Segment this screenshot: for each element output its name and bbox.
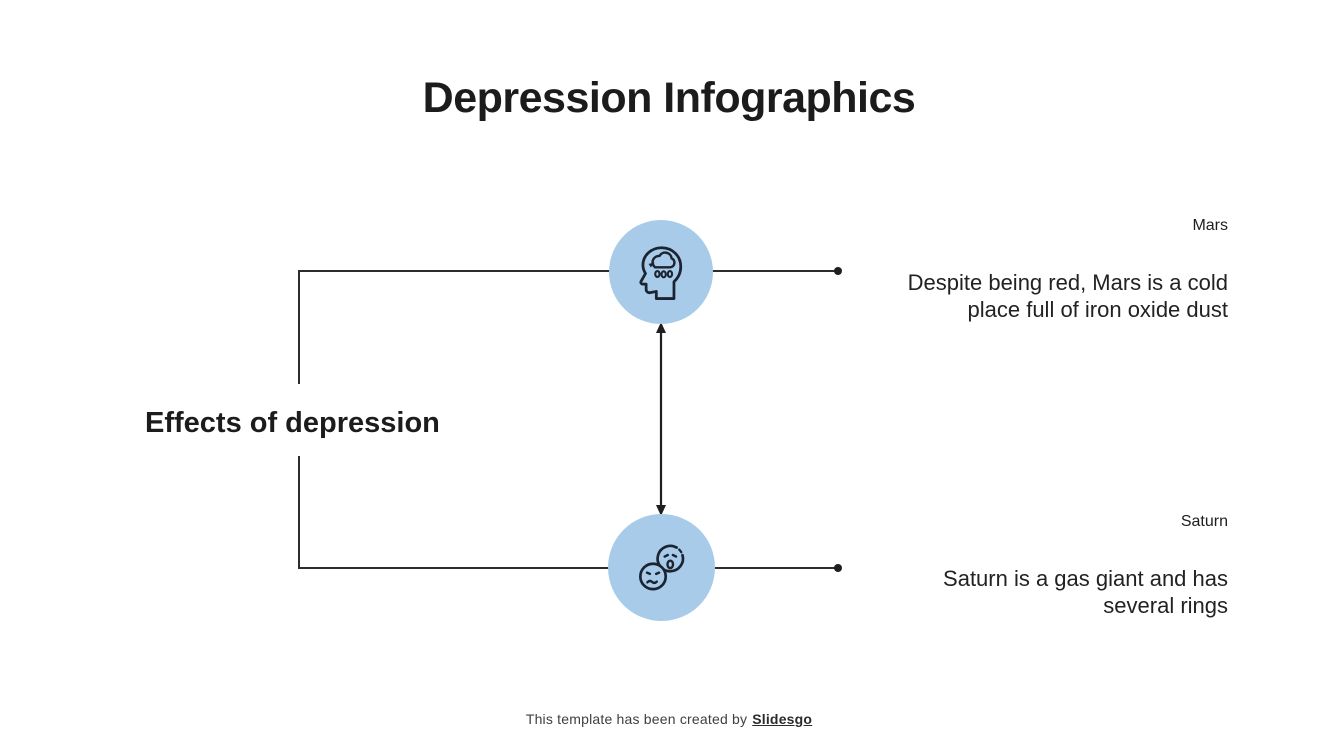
effects-label: Effects of depression xyxy=(145,407,440,439)
mars-description-line: Despite being red, Mars is a cold xyxy=(907,270,1228,295)
slidesgo-link[interactable]: Slidesgo xyxy=(752,711,813,727)
page-title: Depression Infographics xyxy=(422,74,916,122)
topic-circle-mind xyxy=(609,220,713,324)
saturn-description-line: Saturn is a gas giant and has xyxy=(943,566,1228,591)
head-with-rain-cloud-icon xyxy=(639,246,683,300)
mars-description-line: place full of iron oxide dust xyxy=(967,297,1229,322)
connector-endpoint-dot-bottom xyxy=(834,564,842,572)
mars-description: Despite being red, Mars is a cold place … xyxy=(848,269,1228,323)
mars-heading: Mars xyxy=(1192,217,1228,234)
topic-circle-sad-faces xyxy=(608,514,715,621)
sad-faces-icon xyxy=(638,544,684,590)
bracket-line-top xyxy=(298,270,838,384)
bidirectional-arrow xyxy=(656,322,666,516)
bracket-line-bottom xyxy=(298,456,838,569)
footer-credit-text: This template has been created by xyxy=(525,711,748,727)
saturn-description-line: several rings xyxy=(1103,593,1228,618)
saturn-heading: Saturn xyxy=(1180,513,1228,530)
connector-endpoint-dot-top xyxy=(834,267,842,275)
saturn-description: Saturn is a gas giant and has several ri… xyxy=(848,565,1228,619)
